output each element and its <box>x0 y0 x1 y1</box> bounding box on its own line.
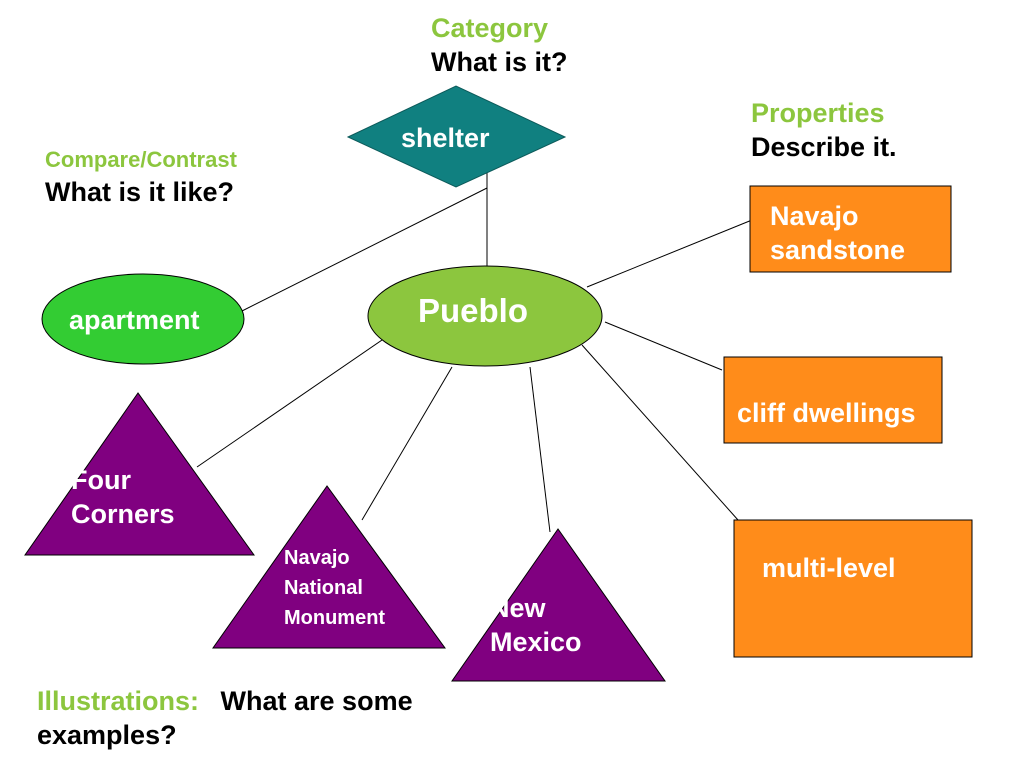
properties-question: Describe it. <box>751 132 897 162</box>
four-corners-line2: Corners <box>71 499 175 529</box>
category-question: What is it? <box>431 47 568 77</box>
shelter-diamond[interactable] <box>346 85 567 188</box>
cliff-dwellings-line1: cliff dwellings <box>737 398 916 428</box>
sandstone-node-label: Navajo sandstone <box>770 199 905 267</box>
new-mexico-triangle[interactable] <box>451 528 666 682</box>
four-corners-triangle[interactable] <box>24 392 255 556</box>
connector-pueblo-cliff <box>604 321 723 371</box>
illustrations-heading: Illustrations: <box>37 686 200 716</box>
four-corners-line1: Four <box>71 465 131 495</box>
apartment-node-label: apartment <box>69 305 200 335</box>
sandstone-line2: sandstone <box>770 235 906 265</box>
compare-label: Compare/Contrast What is it like? <box>45 145 237 209</box>
cliff-dwellings-box[interactable] <box>723 356 943 444</box>
illustrations-label: Illustrations: What are some examples? <box>37 684 413 752</box>
multi-level-box[interactable] <box>733 519 973 658</box>
sandstone-box[interactable] <box>749 185 952 273</box>
connector-pueblo-multilevel <box>581 344 739 521</box>
cliff-dwellings-node-label: cliff dwellings <box>737 396 942 430</box>
compare-heading: Compare/Contrast <box>45 147 237 172</box>
new-mexico-line2: Mexico <box>490 627 582 657</box>
navajo-monument-triangle[interactable] <box>212 485 446 649</box>
connector-pueblo-fourcorners <box>196 339 383 468</box>
sandstone-line1: Navajo <box>770 201 859 231</box>
category-heading: Category <box>431 13 549 43</box>
pueblo-ellipse[interactable] <box>367 265 603 367</box>
connector-pueblo-newmexico <box>529 366 551 533</box>
navajo-monument-node-label: Navajo National Monument <box>284 543 385 633</box>
properties-heading: Properties <box>751 98 885 128</box>
compare-question: What is it like? <box>45 177 235 207</box>
navajo-monument-line3: Monument <box>284 607 386 629</box>
apartment-ellipse[interactable] <box>41 273 245 365</box>
shelter-node-label: shelter <box>401 123 490 153</box>
illustrations-question-line1: What are some <box>220 686 413 716</box>
category-label: Category What is it? <box>431 11 568 79</box>
four-corners-node-label: Four Corners <box>71 463 175 531</box>
pueblo-node-label: Pueblo <box>418 292 529 329</box>
navajo-monument-line2: National <box>284 577 363 599</box>
navajo-monument-line1: Navajo <box>284 547 350 569</box>
multi-level-node-label: multi-level <box>762 553 896 583</box>
connector-pueblo-navajo-monument <box>361 366 453 521</box>
illustrations-question-line2: examples? <box>37 720 177 750</box>
new-mexico-node-label: New Mexico <box>490 591 582 659</box>
connector-pueblo-sandstone <box>586 219 753 288</box>
new-mexico-line1: New <box>490 593 546 623</box>
properties-label: Properties Describe it. <box>751 96 897 164</box>
connector-shelter-apartment <box>239 187 488 313</box>
